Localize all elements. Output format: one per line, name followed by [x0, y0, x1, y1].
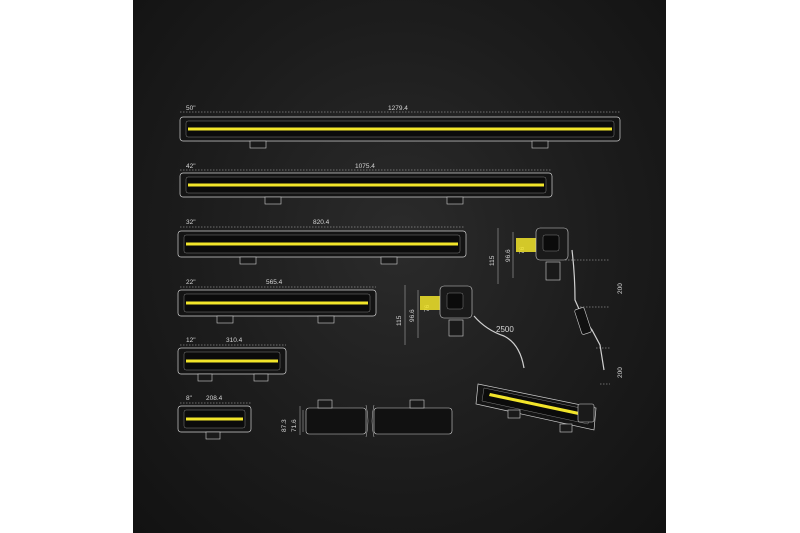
bar-length-label: 1075.4: [355, 163, 375, 170]
bracket-detail-middle: 115 96.6 76 2500: [396, 285, 525, 369]
bar-size-label: 22": [186, 279, 196, 286]
product-panel: [133, 0, 666, 533]
product-perspective-view: [475, 383, 597, 433]
bracket-detail-upper: 115 96.6 76 200 200: [489, 227, 624, 385]
bar-size-label: 32": [186, 219, 196, 226]
light-bar-12: 12" 310.4: [177, 337, 287, 382]
bar-length-label: 208.4: [206, 395, 223, 402]
bar-length-label: 565.4: [266, 279, 283, 286]
bar-size-label: 42": [186, 163, 196, 170]
cable-a-label: 200: [617, 283, 624, 294]
bar-length-label: 1279.4: [388, 105, 408, 112]
side-view: 87.3 71.6: [281, 399, 453, 438]
bracket-depth-label: 96.6: [409, 309, 416, 322]
light-bar-22: 22" 565.4: [177, 279, 377, 324]
light-bar-8: 8" 208.4: [177, 395, 252, 440]
bar-size-label: 8": [186, 395, 193, 402]
light-bar-32: 32" 820.4: [177, 219, 467, 265]
light-bar-42: 42" 1075.4: [179, 163, 553, 205]
bar-size-label: 12": [186, 337, 196, 344]
bracket-height-label: 115: [489, 255, 496, 266]
cable-length-label: 2500: [496, 325, 514, 334]
bracket-height-label: 115: [396, 315, 403, 326]
bar-length-label: 820.4: [313, 219, 330, 226]
bar-length-label: 310.4: [226, 337, 243, 344]
height-inner-label: 71.6: [291, 419, 298, 432]
bar-size-label: 50": [186, 105, 196, 112]
light-bar-50: 50" 1279.4: [179, 105, 621, 149]
bracket-depth-label: 96.6: [505, 249, 512, 262]
height-outer-label: 87.3: [281, 419, 288, 432]
cable-b-label: 200: [617, 367, 624, 378]
